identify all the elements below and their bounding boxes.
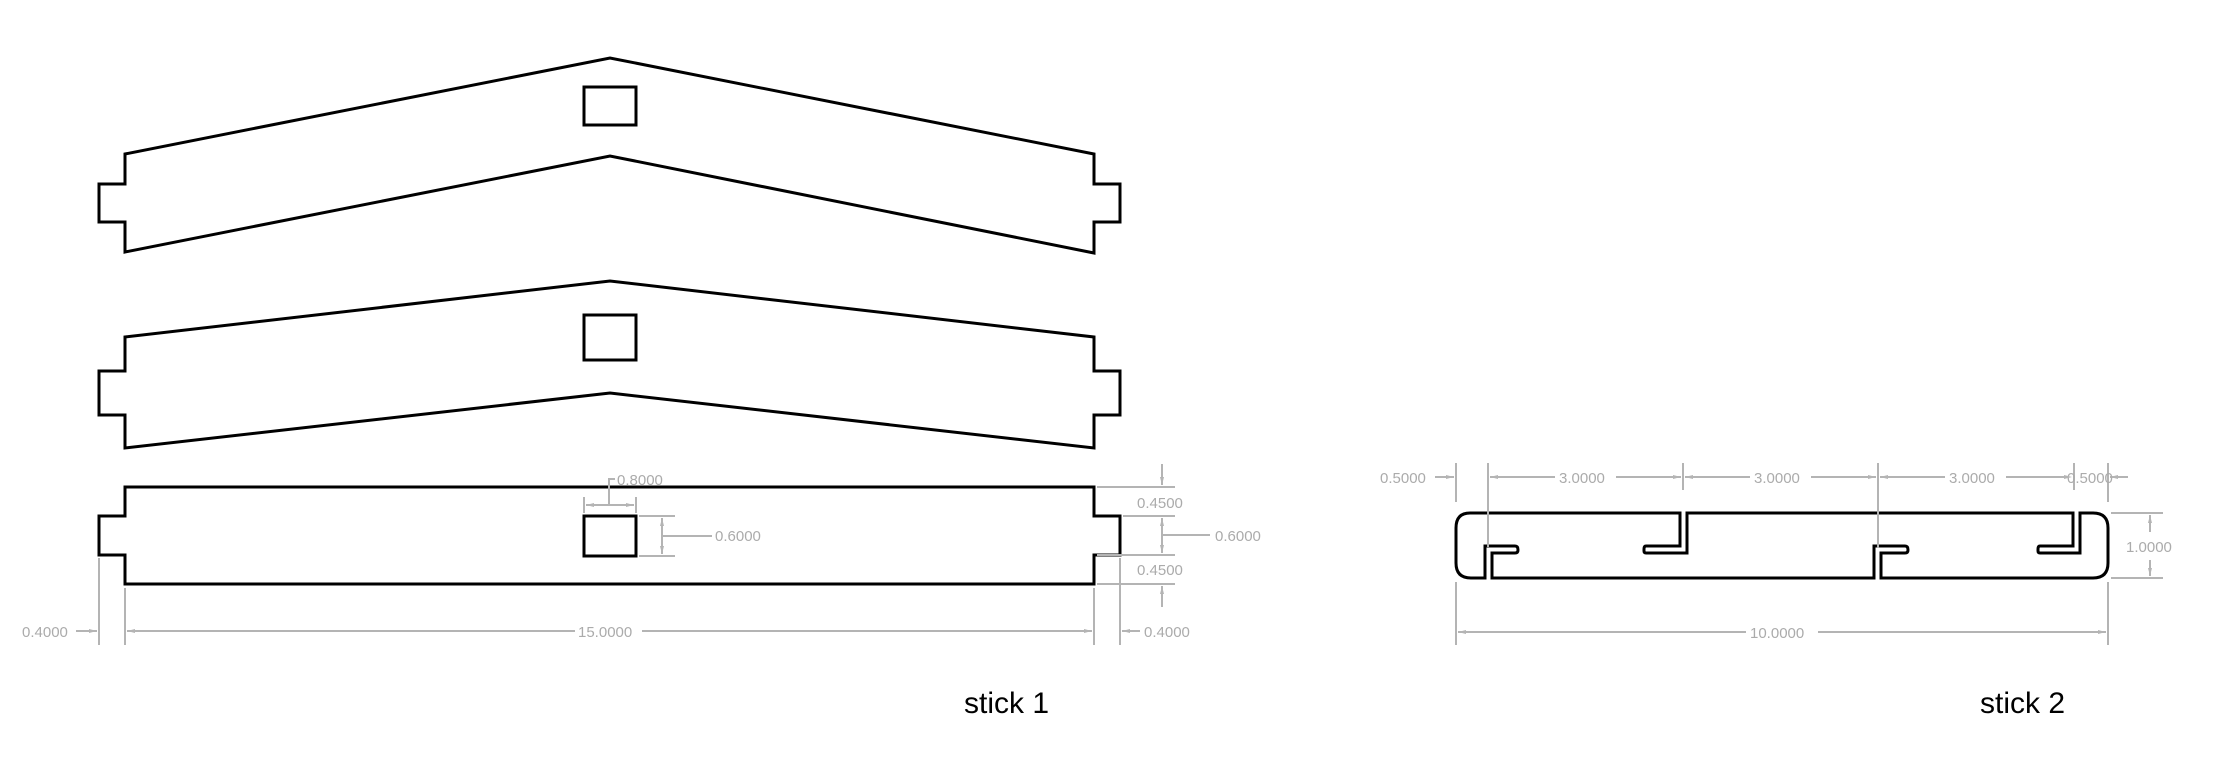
arrowhead xyxy=(626,503,634,507)
arrowhead xyxy=(1685,475,1693,479)
dim-hole-width-text: 0.8000 xyxy=(617,472,663,489)
arrowhead xyxy=(2148,568,2152,576)
arrowhead xyxy=(1160,586,1164,594)
arrowhead xyxy=(586,503,594,507)
arrowhead xyxy=(1446,475,1454,479)
stick2-dim-total: 10.0000 xyxy=(1455,582,2109,645)
dimension-arrowheads xyxy=(89,475,2152,634)
arrowhead xyxy=(2110,475,2118,479)
stick2-dim-spacing3-text: 3.0000 xyxy=(1949,470,1995,487)
arrowhead xyxy=(1160,545,1164,553)
dim-left-tab-text: 0.4000 xyxy=(22,624,68,641)
dim-hole-width: 0.8000 xyxy=(583,472,663,513)
arrowhead xyxy=(1490,475,1498,479)
dim-hole-height-text: 0.6000 xyxy=(715,528,761,545)
stick1-shallow-bend-view xyxy=(97,279,1122,450)
stick1-shallow-hole xyxy=(582,313,638,362)
dim-top-shoulder-text: 0.4500 xyxy=(1137,495,1183,512)
arrowhead xyxy=(1458,630,1466,634)
stick1-label: stick 1 xyxy=(964,687,1049,720)
stick2-dim-right-offset-text: 0.5000 xyxy=(2067,470,2113,487)
stick2-dim-total-text: 10.0000 xyxy=(1750,625,1804,642)
stick1-steep-bend-view xyxy=(97,56,1122,255)
arrowhead xyxy=(2064,475,2072,479)
arrowhead xyxy=(660,518,664,526)
arrowhead xyxy=(1880,475,1888,479)
stick1-flat-view: 0.8000 0.6000 0.4500 0.6000 0.4500 xyxy=(22,464,1261,645)
dim-length-row: 0.4000 15.0000 0.4000 xyxy=(22,558,1190,645)
stick1-steep-outline xyxy=(97,56,1122,255)
stick1-flat-outline xyxy=(97,485,1122,586)
arrowhead xyxy=(2098,630,2106,634)
dim-bottom-shoulder-text: 0.4500 xyxy=(1137,562,1183,579)
stick2-dim-chain: 0.5000 3.0000 3.0000 3.0000 0.5000 xyxy=(1380,463,2128,548)
arrowhead xyxy=(1160,477,1164,485)
arrowhead xyxy=(1122,629,1130,633)
arrowhead xyxy=(127,629,135,633)
stick2-label: stick 2 xyxy=(1980,687,2065,720)
dim-body-length-text: 15.0000 xyxy=(578,624,632,641)
stick2-outline xyxy=(1454,511,2110,580)
dim-right-stack: 0.4500 0.6000 0.4500 xyxy=(1097,464,1261,607)
dim-right-tab-text: 0.4000 xyxy=(1144,624,1190,641)
arrowhead xyxy=(1160,518,1164,526)
stick2-dim-height-text: 1.0000 xyxy=(2126,539,2172,556)
stick2-dim-spacing1-text: 3.0000 xyxy=(1559,470,1605,487)
arrowhead xyxy=(1673,475,1681,479)
stick1-shallow-outline xyxy=(97,279,1122,450)
stick2-view: 0.5000 3.0000 3.0000 3.0000 0.5000 1.000… xyxy=(1380,463,2172,645)
stick2-dim-height: 1.0000 xyxy=(2111,512,2172,579)
arrowhead xyxy=(2148,515,2152,523)
stick1-steep-hole xyxy=(582,85,638,127)
arrowhead xyxy=(1084,629,1092,633)
arrowhead xyxy=(89,629,97,633)
arrowhead xyxy=(660,546,664,554)
stick1-flat-hole xyxy=(582,514,638,558)
dim-tab-height-text: 0.6000 xyxy=(1215,528,1261,545)
dim-hole-height: 0.6000 xyxy=(639,515,761,557)
stick2-dim-left-offset-text: 0.5000 xyxy=(1380,470,1426,487)
stick2-dim-spacing2-text: 3.0000 xyxy=(1754,470,1800,487)
arrowhead xyxy=(1868,475,1876,479)
